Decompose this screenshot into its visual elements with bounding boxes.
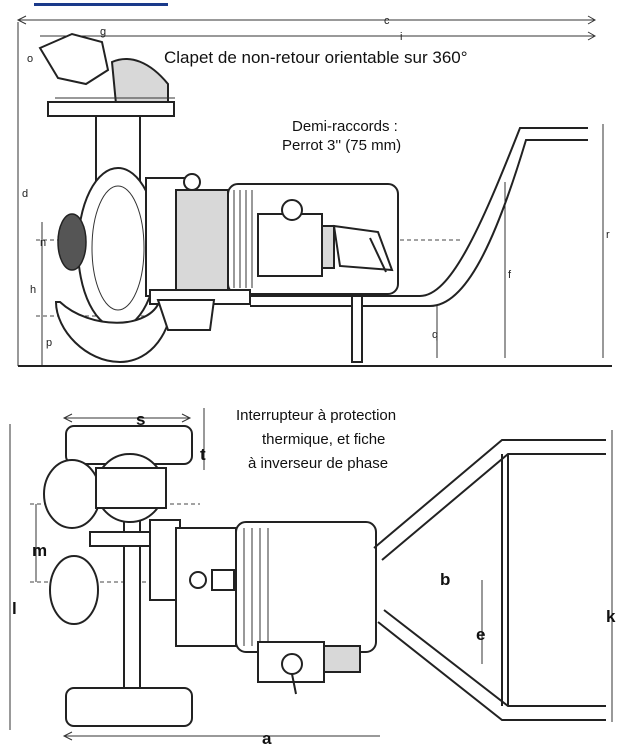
check-valve-label: Clapet de non-retour orientable sur 360° xyxy=(164,48,468,67)
dim-i: i xyxy=(400,31,402,43)
half-couplings-label-line2: Perrot 3'' (75 mm) xyxy=(282,137,401,154)
switch-label-line2: thermique, et fiche xyxy=(262,431,385,448)
dim-e: e xyxy=(476,625,485,644)
switch-label-line1: Interrupteur à protection xyxy=(236,407,396,424)
dim-c: c xyxy=(384,15,390,27)
plan-view xyxy=(9,408,613,741)
dim-f: f xyxy=(508,269,512,281)
dim-s: s xyxy=(136,410,145,429)
dim-p: p xyxy=(46,337,52,349)
half-couplings-label-line1: Demi-raccords : xyxy=(292,118,398,135)
dim-q: q xyxy=(432,329,438,341)
dim-b: b xyxy=(440,570,450,589)
dim-a: a xyxy=(262,729,272,744)
switch-label-line3: à inverseur de phase xyxy=(248,455,388,472)
side-view xyxy=(16,15,612,367)
dim-l: l xyxy=(12,599,17,618)
dim-g: g xyxy=(100,26,106,38)
dim-m: m xyxy=(32,541,47,560)
dim-t: t xyxy=(200,445,206,464)
dim-n: n xyxy=(40,237,46,249)
header-bar xyxy=(34,3,168,6)
dim-h: h xyxy=(30,284,36,296)
dim-r: r xyxy=(606,229,610,241)
dim-d: d xyxy=(22,188,28,200)
dim-o: o xyxy=(27,53,33,65)
dim-k: k xyxy=(606,607,616,626)
